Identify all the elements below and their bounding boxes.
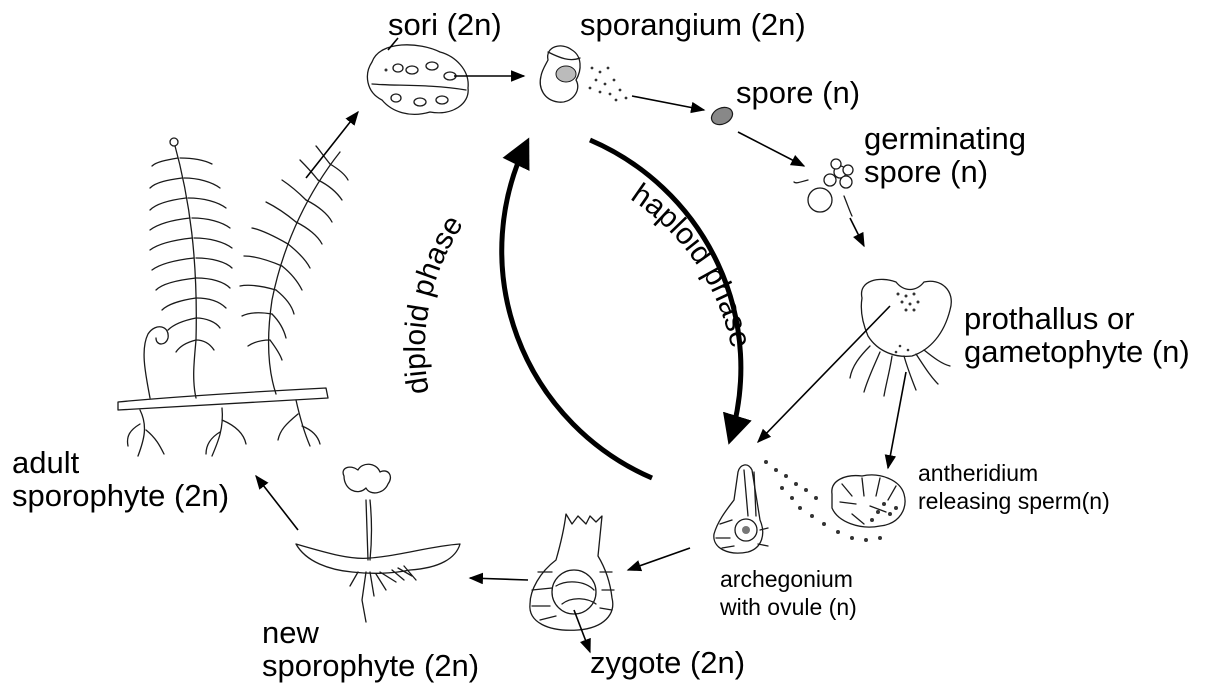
adult-sporophyte-illustration (118, 138, 348, 456)
spore-label: spore (n) (736, 76, 860, 109)
new-sporophyte-illustration (296, 464, 460, 622)
sporangium-illustration (540, 46, 627, 102)
germinating-spore-label: germinating spore (n) (864, 122, 1026, 189)
diploid-phase-arrow (502, 142, 652, 478)
sporangium-label: sporangium (2n) (580, 8, 806, 41)
archegonium-label: archegonium with ovule (n) (720, 566, 857, 621)
zygote-label: zygote (2n) (590, 646, 745, 679)
antheridium-label: antheridium releasing sperm(n) (918, 460, 1110, 515)
sori-illustration (367, 45, 468, 115)
sori-label: sori (2n) (388, 8, 502, 41)
prothallus-illustration (850, 279, 951, 396)
zygote-illustration (530, 514, 614, 630)
germinating-spore-illustration (794, 159, 853, 216)
new-sporophyte-label: new sporophyte (2n) (262, 616, 479, 683)
prothallus-label: prothallus or gametophyte (n) (964, 302, 1190, 369)
adult-sporophyte-label: adult sporophyte (2n) (12, 446, 229, 513)
archegonium-illustration (714, 465, 768, 553)
spore-illustration (709, 104, 736, 128)
diploid-phase-label: diploid phase (399, 210, 470, 397)
haploid-phase-label: haploid phase (625, 177, 757, 351)
antheridium-illustration (764, 460, 905, 542)
